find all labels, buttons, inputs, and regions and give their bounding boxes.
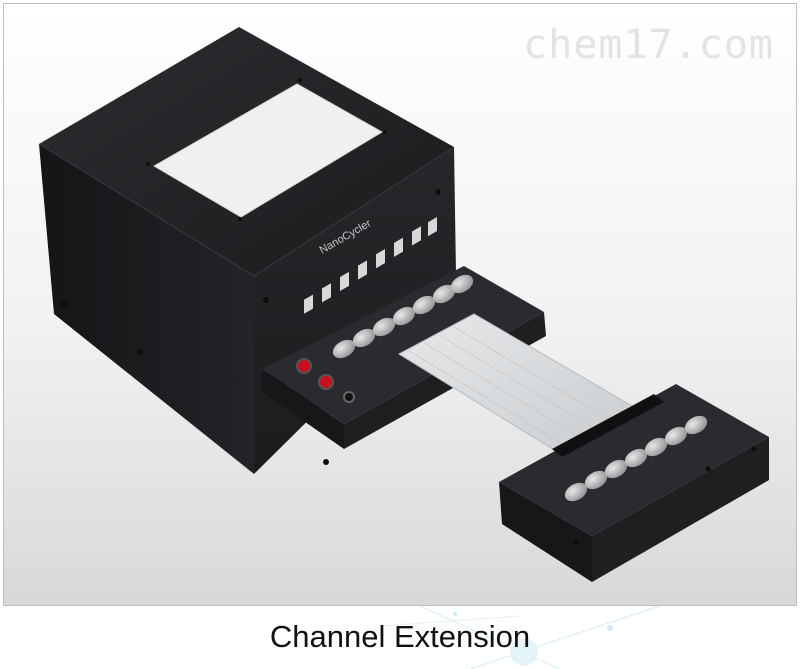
ribbon-cable — [397, 313, 648, 457]
black-port — [343, 391, 355, 403]
module-wheels — [564, 415, 708, 502]
channel-switch-row — [304, 217, 437, 314]
red-port-1 — [296, 358, 312, 374]
cable-connector — [552, 394, 664, 457]
extension-module — [499, 384, 769, 582]
device-illustration: NanoCycler — [38, 27, 769, 582]
product-image-frame: chem17.com — [3, 3, 797, 606]
decorative-network-lines — [379, 606, 661, 669]
display-panel — [153, 83, 383, 218]
image-caption: Channel Extension — [269, 619, 531, 654]
watermark-text: chem17.com — [523, 22, 774, 68]
ledge-wheels — [332, 274, 474, 359]
red-port-2 — [318, 374, 334, 390]
